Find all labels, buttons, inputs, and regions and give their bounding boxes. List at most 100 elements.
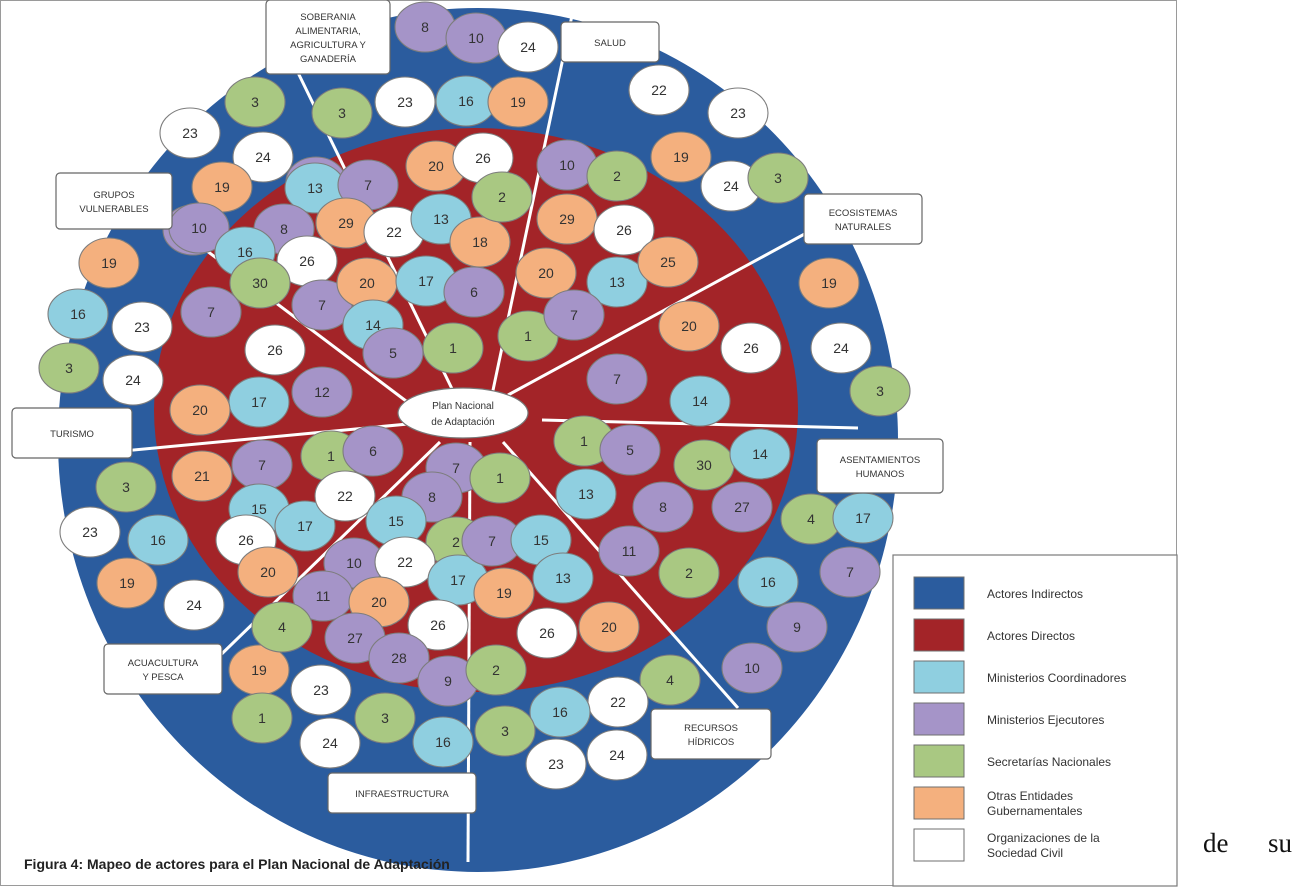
legend-swatch	[913, 660, 965, 694]
sector-label-text: ACUACULTURA	[128, 658, 199, 669]
actor-bubble-shape	[471, 171, 533, 223]
actor-number: 13	[433, 211, 449, 227]
actor-number: 19	[101, 255, 117, 271]
actor-number: 17	[297, 518, 313, 534]
actor-number: 24	[322, 735, 338, 751]
actor-bubble-shape	[637, 236, 699, 288]
actor-number: 3	[876, 383, 884, 399]
sector-label-box	[265, 0, 391, 75]
actor-bubble: 24	[586, 729, 648, 781]
actor-number: 8	[428, 489, 436, 505]
actor-number: 7	[570, 307, 578, 323]
actor-bubble: 14	[669, 375, 731, 427]
actor-bubble-shape	[632, 481, 694, 533]
actor-bubble-shape	[127, 514, 189, 566]
actor-bubble-shape	[658, 300, 720, 352]
actor-number: 14	[752, 446, 768, 462]
actor-bubble: 29	[536, 193, 598, 245]
actor-bubble: 4	[639, 654, 701, 706]
actor-bubble: 22	[587, 676, 649, 728]
legend-item: Ministerios Coordinadores	[913, 660, 1126, 694]
actor-number: 13	[578, 486, 594, 502]
legend-label: Ministerios Ejecutores	[987, 713, 1104, 727]
actor-number: 23	[397, 94, 413, 110]
actor-number: 24	[833, 340, 849, 356]
sector-divider	[507, 203, 859, 397]
actor-number: 16	[70, 306, 86, 322]
sector-label-text: RECURSOS	[684, 723, 738, 734]
sector-label-infraestructura: INFRAESTRUCTURA	[327, 772, 477, 814]
actor-bubble: 19	[487, 76, 549, 128]
actor-number: 6	[369, 443, 377, 459]
actor-bubble-shape	[650, 131, 712, 183]
actor-bubble: 12	[291, 366, 353, 418]
actor-bubble-shape	[639, 654, 701, 706]
actor-number: 3	[65, 360, 73, 376]
actor-bubble-shape	[95, 461, 157, 513]
actor-bubble: 23	[290, 664, 352, 716]
actor-number: 1	[496, 470, 504, 486]
sector-label-box	[11, 407, 133, 459]
actor-bubble: 19	[798, 257, 860, 309]
actor-number: 10	[559, 157, 575, 173]
actor-number: 13	[555, 570, 571, 586]
actor-bubble: 7	[231, 439, 293, 491]
actor-number: 3	[122, 479, 130, 495]
actor-bubble: 13	[555, 468, 617, 520]
side-text-su: su	[1268, 828, 1293, 858]
actor-number: 11	[316, 588, 331, 604]
actor-number: 20	[260, 564, 276, 580]
actor-bubble: 26	[276, 235, 338, 287]
actor-bubble: 24	[810, 322, 872, 374]
actor-number: 1	[327, 448, 335, 464]
actor-bubble: 16	[529, 686, 591, 738]
actor-bubble: 10	[536, 139, 598, 191]
actor-number: 7	[207, 304, 215, 320]
actor-bubble: 8	[394, 1, 456, 53]
actor-number: 24	[609, 747, 625, 763]
actor-bubble: 7	[337, 159, 399, 211]
actor-bubble: 24	[497, 21, 559, 73]
actor-number: 4	[807, 511, 815, 527]
actor-bubble: 23	[525, 738, 587, 790]
actor-number: 7	[258, 457, 266, 473]
actor-bubble-shape	[274, 500, 336, 552]
actor-bubble: 3	[747, 152, 809, 204]
actor-bubble-shape	[237, 546, 299, 598]
actor-number: 19	[673, 149, 689, 165]
actor-number: 23	[182, 125, 198, 141]
actor-bubble: 23	[59, 506, 121, 558]
actor-number: 23	[134, 319, 150, 335]
actor-number: 16	[150, 532, 166, 548]
legend-item: Ministerios Ejecutores	[913, 702, 1104, 736]
actor-number: 30	[696, 457, 712, 473]
legend-item: Actores Indirectos	[913, 576, 1083, 610]
legend-label: Actores Indirectos	[987, 587, 1083, 601]
actor-bubble: 20	[658, 300, 720, 352]
actor-number: 8	[421, 19, 429, 35]
actor-bubble-shape	[299, 717, 361, 769]
actor-number: 2	[613, 168, 621, 184]
actor-bubble: 25	[637, 236, 699, 288]
actor-bubble-shape	[171, 450, 233, 502]
actor-bubble-shape	[443, 266, 505, 318]
actor-bubble-shape	[229, 257, 291, 309]
actor-bubble: 22	[628, 64, 690, 116]
actor-number: 30	[252, 275, 268, 291]
actor-number: 7	[452, 460, 460, 476]
actor-number: 3	[338, 105, 346, 121]
actor-number: 24	[723, 178, 739, 194]
actor-number: 17	[251, 394, 267, 410]
actor-number: 14	[692, 393, 708, 409]
sector-label-text: GRUPOS	[93, 190, 134, 201]
side-text-de: de	[1203, 828, 1229, 858]
actor-bubble: 14	[729, 428, 791, 480]
actor-number: 3	[381, 710, 389, 726]
actor-bubble-shape	[180, 286, 242, 338]
actor-bubble: 20	[405, 140, 467, 192]
actor-bubble: 7	[819, 546, 881, 598]
actor-number: 24	[125, 372, 141, 388]
sector-label-text: SALUD	[594, 38, 626, 49]
actor-bubble: 19	[650, 131, 712, 183]
